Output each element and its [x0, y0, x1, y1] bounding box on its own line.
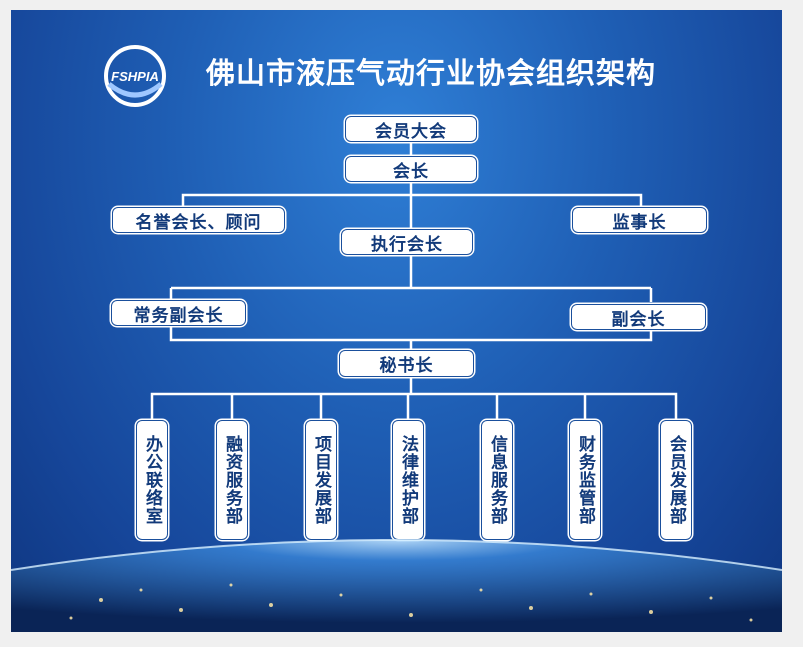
honorary-president-advisor-box: 名誉会长、顾问: [112, 207, 285, 233]
department-box: 项目发展部: [305, 420, 337, 540]
secretary-general-box: 秘书长: [339, 350, 474, 377]
president-box: 会长: [345, 156, 477, 182]
supervisor-box: 监事长: [572, 207, 707, 233]
page-title: 佛山市液压气动行业协会组织架构: [206, 56, 657, 90]
association-logo: FSHPIA: [104, 45, 166, 107]
department-box: 会员发展部: [660, 420, 692, 540]
connector-lines: [150, 142, 678, 420]
executive-president-box: 执行会长: [341, 229, 473, 255]
svg-text:FSHPIA: FSHPIA: [111, 69, 159, 84]
vice-president-box: 副会长: [571, 304, 706, 330]
department-box: 信息服务部: [481, 420, 513, 540]
earth-city-lights-image: [11, 539, 782, 632]
department-box: 财务监管部: [569, 420, 601, 540]
general-assembly-box: 会员大会: [345, 116, 477, 142]
department-box: 融资服务部: [216, 420, 248, 540]
org-chart-canvas: FSHPIA 佛山市液压气动行业协会组织架构 会员大会 会长 名誉会长、顾问 监…: [11, 10, 782, 632]
standing-vice-president-box: 常务副会长: [111, 300, 246, 326]
department-box: 办公联络室: [136, 420, 168, 540]
